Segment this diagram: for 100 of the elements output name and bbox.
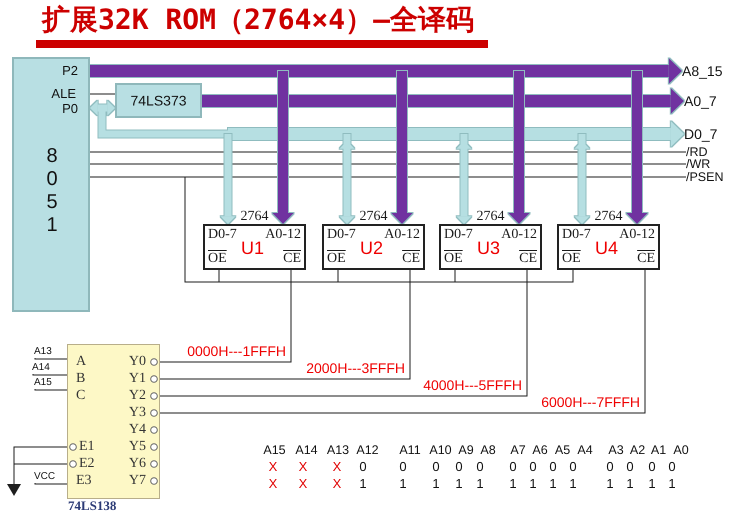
bit-value: X [332, 477, 342, 491]
bit-value: 1 [549, 477, 557, 491]
column-header: A3 [608, 443, 624, 457]
pin-label: A0-12 [265, 227, 301, 243]
bit-value: X [332, 460, 342, 474]
pin-label: Y5 [128, 439, 146, 455]
pin-label: P0 [62, 101, 78, 116]
pin-label: Y4 [128, 422, 146, 438]
signal-label: VCC [34, 471, 56, 483]
pin-label: CE [637, 251, 655, 267]
signal-label: A14 [32, 362, 50, 374]
column-header: A13 [326, 443, 350, 457]
pin-label: Y0 [128, 354, 146, 370]
signal-line [90, 176, 186, 178]
double-arrow [90, 100, 102, 116]
column-header: A4 [577, 443, 593, 457]
signal-line [184, 176, 220, 282]
column-header: A11 [399, 443, 421, 457]
column-header: A5 [554, 443, 570, 457]
column-header: A7 [510, 443, 526, 457]
signal-line [14, 464, 68, 484]
part-number: 2764 [360, 209, 388, 225]
double-arrow [102, 100, 115, 116]
pin-label: D0-7 [444, 227, 473, 243]
pin-label: Y7 [128, 473, 146, 489]
signal-line [34, 358, 68, 360]
signal-line [454, 270, 574, 282]
pin-label: OE [208, 251, 227, 267]
bit-value: 0 [549, 460, 557, 474]
column-header: A12 [356, 443, 379, 457]
column-header: A2 [630, 443, 646, 457]
signal-line [218, 270, 220, 282]
pin-label: Y3 [128, 405, 146, 421]
bus-arrow [582, 121, 684, 147]
chip-designator: U4 [595, 238, 618, 258]
column-header: A6 [532, 443, 548, 457]
latch-block [115, 83, 202, 118]
pin-label: D0-7 [208, 227, 237, 243]
column-header: A14 [295, 443, 318, 457]
column-header: A10 [429, 443, 452, 457]
bit-value: 0 [432, 460, 440, 474]
signal-line [34, 482, 68, 484]
pin-label: CE [519, 251, 537, 267]
signal-line [160, 270, 646, 414]
pin-label: C [76, 388, 86, 404]
pin-label: Y2 [128, 388, 146, 404]
signal-line [160, 270, 410, 380]
bit-value: 0 [399, 460, 407, 474]
bit-value: 0 [529, 460, 537, 474]
chip-designator: U1 [241, 238, 264, 258]
bit-value: 1 [626, 477, 634, 491]
signal-label: /PSEN [686, 171, 724, 183]
bit-value: 1 [569, 477, 577, 491]
bit-value: 1 [529, 477, 537, 491]
signal-line [32, 374, 68, 376]
bit-value: 1 [668, 477, 676, 491]
pin-label: A0-12 [384, 227, 420, 243]
title: 扩展32K ROM（2764×4）—全译码 [42, 3, 474, 37]
signal-label: A13 [34, 346, 52, 358]
pin-label: Y6 [128, 456, 146, 472]
signal-label: A15 [34, 377, 52, 389]
pin-label: A0-12 [619, 227, 655, 243]
bus-label: A8_15 [682, 63, 722, 79]
bit-value: 0 [668, 460, 676, 474]
bit-value: 1 [455, 477, 463, 491]
chip-designator: U3 [477, 238, 500, 258]
part-number: 74LS138 [68, 499, 116, 513]
bit-value: 1 [399, 477, 407, 491]
part-number: 2764 [240, 209, 268, 225]
edge-label: 0000H---1FFFH [187, 344, 286, 359]
column-header: A9 [458, 443, 474, 457]
column-header: A1 [650, 443, 666, 457]
bit-value: 1 [432, 477, 440, 491]
bit-value: 0 [626, 460, 634, 474]
bus-label: D0_7 [684, 126, 718, 142]
pin-label: B [76, 371, 86, 387]
bit-value: 0 [455, 460, 463, 474]
pin-label: OE [444, 251, 463, 267]
bus-arrow [637, 58, 682, 84]
bit-value: 0 [606, 460, 614, 474]
bit-value: 0 [476, 460, 484, 474]
bit-value: 0 [648, 460, 656, 474]
edge-label: 6000H---7FFFH [541, 395, 640, 410]
signal-line [160, 270, 528, 396]
signal-label: /WR [686, 158, 710, 170]
signal-line [454, 270, 456, 282]
pin-label: D0-7 [327, 227, 356, 243]
signal-label: /RD [686, 146, 708, 158]
pin-label: OE [327, 251, 346, 267]
pin-label: E1 [79, 439, 95, 455]
bit-value: X [268, 460, 278, 474]
pin-label: ALE [51, 86, 76, 101]
bus-label: A0_7 [684, 93, 717, 109]
bit-value: X [298, 477, 308, 491]
chip-label: 8051 [45, 145, 59, 237]
pin-label: CE [283, 251, 301, 267]
bit-value: 1 [359, 477, 367, 491]
signal-line [184, 176, 686, 178]
signal-line [34, 388, 68, 390]
pin-label: D0-7 [562, 227, 591, 243]
